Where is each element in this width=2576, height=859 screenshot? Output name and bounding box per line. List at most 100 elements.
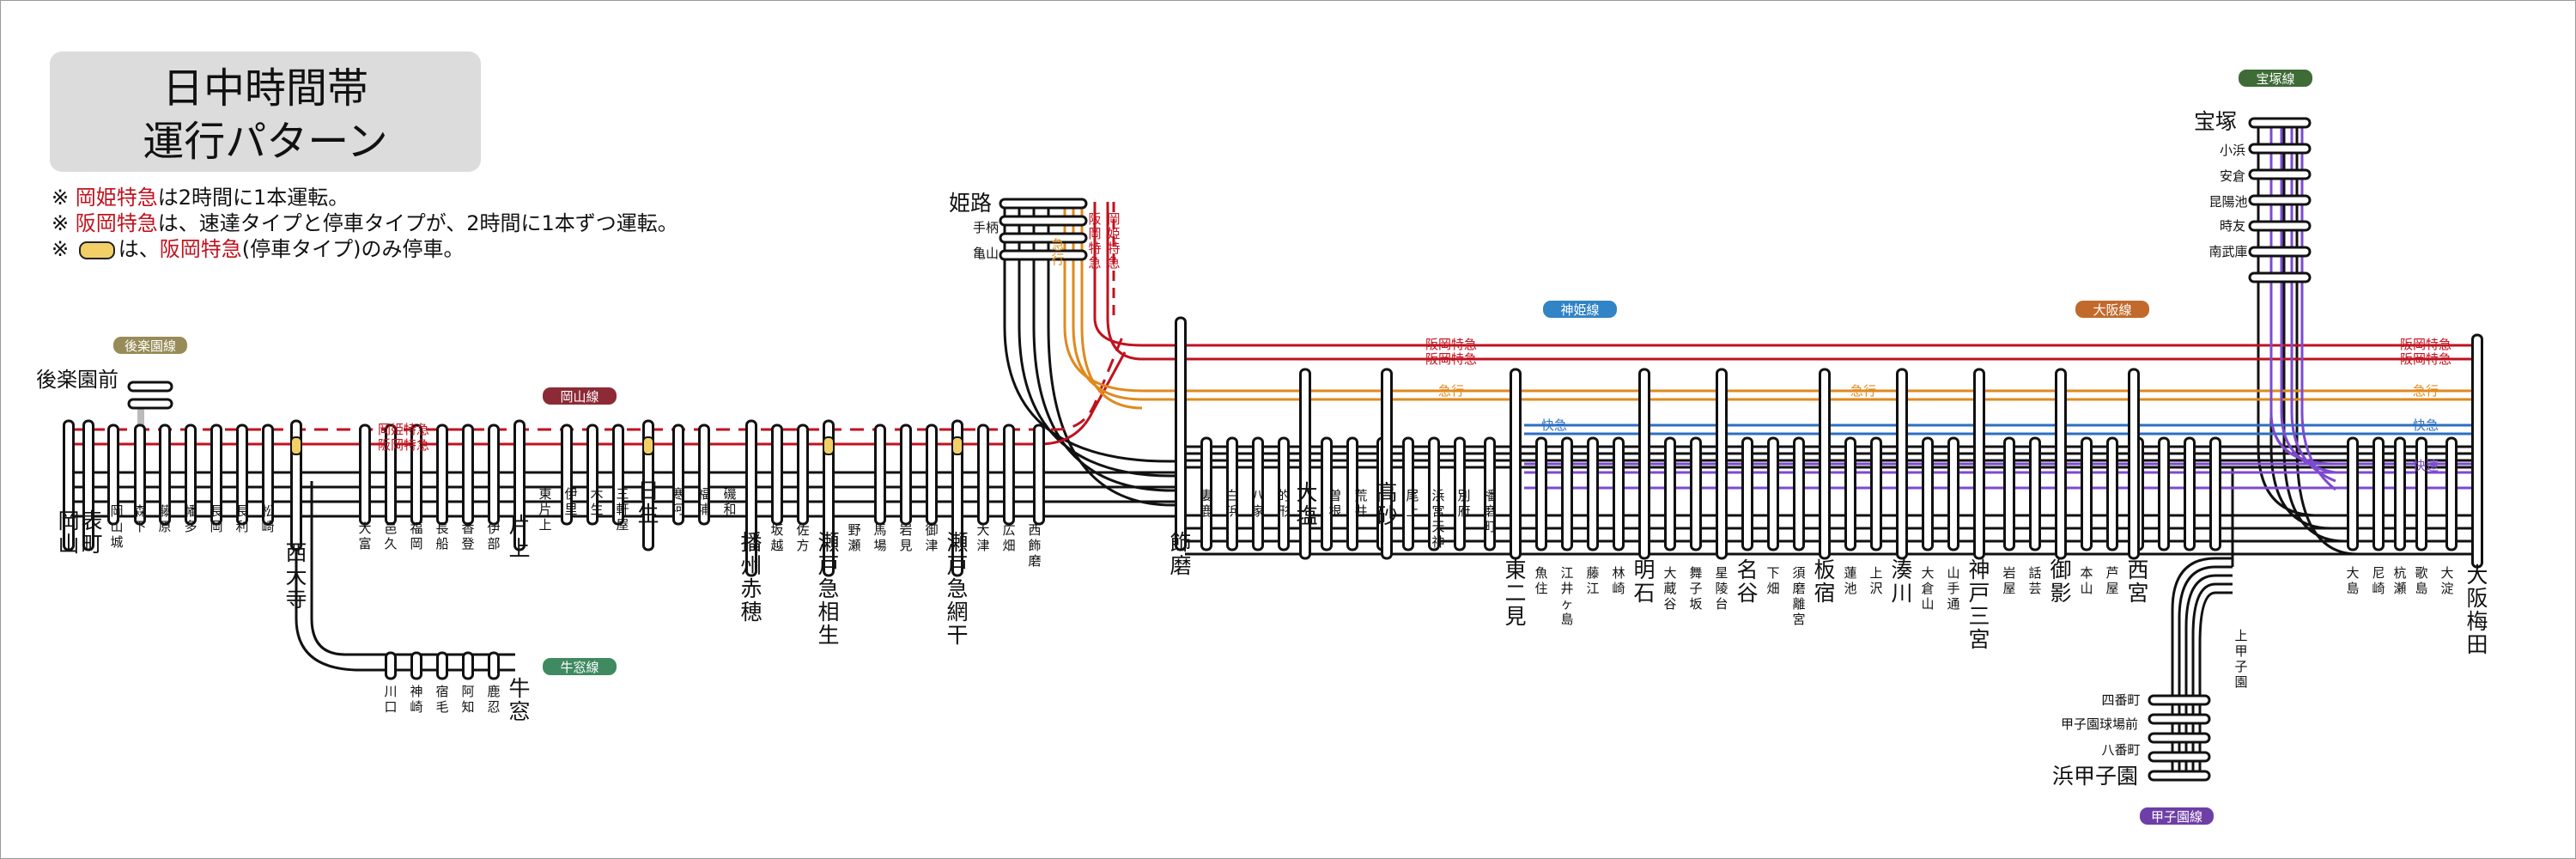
station-label-nishinomiya-char: 宮 <box>2127 581 2148 606</box>
ushimado-track <box>295 481 515 672</box>
station-label-ashiya-char: 屋 <box>2105 581 2118 596</box>
station-label-fukuoka-char: 福 <box>410 521 422 536</box>
station-label-kobe-sannomiya-char: 戸 <box>1968 581 1990 606</box>
station-label-hatami-char: 幡 <box>184 503 197 519</box>
station-label-shimohata-char: 下 <box>1766 565 1779 581</box>
service-label-okahime-himeji-char: 姫 <box>1107 226 1120 241</box>
station-label-ojima: 大島 <box>2346 565 2359 596</box>
station-label-nadani-char: 名 <box>1736 557 1758 582</box>
station-marker-okayama-17 <box>561 423 573 526</box>
station-label-higashikatakami-char: 上 <box>538 517 551 533</box>
stop-pill-marker <box>290 436 302 455</box>
station-label-kanzaki: 神崎 <box>410 684 422 715</box>
station-label-yaka-char: 家 <box>1251 503 1264 519</box>
service-label-okahime-himeji: 岡姫特急 <box>1107 211 1120 271</box>
station-marker-east-major <box>1510 368 1522 560</box>
station-marker-east-11 <box>1484 436 1496 551</box>
station-label-saidaiji-char: 大 <box>285 564 307 588</box>
service-label-kaikyu: 快急 <box>1541 417 1567 433</box>
station-label-harimacho-char: 町 <box>1483 519 1496 534</box>
station-label-matogata: 的形 <box>1277 488 1290 519</box>
station-label-okubodani-char: 大 <box>1663 565 1676 581</box>
note-1-mark: ※ <box>52 186 70 210</box>
station-label-befu: 別府 <box>1457 488 1470 519</box>
badge-koshien-line-label: 甲子園線 <box>2151 809 2202 825</box>
stop-pill-marker <box>642 436 654 455</box>
station-marker-takarazuka-platform <box>2248 117 2312 129</box>
station-marker-takarazuka-platform <box>2248 271 2312 283</box>
stop-pill-icon <box>78 241 115 259</box>
station-marker-okayama-18 <box>586 423 598 526</box>
station-label-sumarikyu-char: 磨 <box>1792 581 1805 596</box>
service-label-kyuko-himeji: 急行 <box>1051 237 1064 267</box>
himeji-branch-track <box>1018 202 1177 478</box>
station-label-uozumi-char: 住 <box>1534 581 1547 596</box>
station-label-hoshigaoka-char: 台 <box>1715 596 1728 612</box>
station-label-iwaiwa-char: 磯 <box>723 486 736 502</box>
station-label-hasuike-char: 池 <box>1844 581 1856 596</box>
station-marker-okayama-6 <box>210 423 222 526</box>
station-label-oshio: 大塩 <box>1296 480 1317 528</box>
station-label-minatogawa: 湊川 <box>1891 557 1912 606</box>
station-marker-east-major <box>1299 368 1311 560</box>
station-label-maikozaka: 舞子坂 <box>1689 565 1702 612</box>
station-label-hamanomiya-char: 神 <box>1431 534 1444 550</box>
station-label-kio: 木生 <box>590 486 603 517</box>
station-marker-east-9 <box>1428 436 1440 551</box>
station-label-fukuura-char: 浦 <box>697 502 710 517</box>
station-label-nadani: 名谷 <box>1736 557 1758 606</box>
service-label-hanoka-himeji: 阪岡特急 <box>1088 211 1101 271</box>
station-label-inbe: 伊部 <box>487 521 500 551</box>
station-label-takasago: 高砂 <box>1376 480 1397 528</box>
station-label-hoshigaoka-char: 陵 <box>1715 581 1728 596</box>
station-label-higashikatakami: 東片上 <box>538 486 551 533</box>
station-label-oyodo-char: 淀 <box>2440 581 2453 596</box>
badge-takarazuka-line-bg <box>2239 70 2312 87</box>
okahime-line <box>69 330 1127 431</box>
station-label-iwami-char: 見 <box>899 538 912 553</box>
diagram-labels: 後楽園線岡山線牛窓線神姫線大阪線宝塚線甲子園線岡姫特急阪岡特急阪岡特急阪岡特急急… <box>36 70 2488 825</box>
himeji-branch-track <box>1047 202 1177 507</box>
station-label-hachibancho: 八番町 <box>2101 742 2140 758</box>
station-label-hamanomiya-char: 天 <box>1431 519 1444 534</box>
station-marker-east-44 <box>2445 436 2458 551</box>
station-label-kobe-sannomiya-char: 三 <box>1968 604 1990 629</box>
station-label-achi: 阿知 <box>461 684 474 715</box>
station-marker-okayama-22 <box>698 423 710 526</box>
station-marker-east-31 <box>2003 436 2015 551</box>
notes: ※ 岡姫特急は2時間に1本運転。 ※ 阪岡特急は、速達タイプと停車タイプが、2時… <box>52 185 678 262</box>
station-label-otsu-char: 大 <box>976 522 989 538</box>
station-label-okayamajo-char: 城 <box>110 534 123 550</box>
station-marker-himeji-platform <box>999 249 1088 261</box>
station-label-mega-char: 妻 <box>1200 488 1212 503</box>
station-label-hirohata-char: 畑 <box>1002 538 1015 553</box>
service-label-okahime: 岡姫特急 <box>378 422 429 437</box>
station-label-iri-char: 里 <box>564 502 577 517</box>
station-label-sone-char: 曽 <box>1328 488 1341 503</box>
takarazuka-kaisoku <box>2300 120 2336 491</box>
station-label-fujiwara: 藤原 <box>158 503 171 534</box>
station-label-nishinomiya-char: 西 <box>2127 557 2148 582</box>
station-marker-himeji-platform <box>999 232 1088 244</box>
badge-shinhime-line: 神姫線 <box>1543 301 1617 318</box>
station-label-iwaiwa-char: 和 <box>723 502 736 517</box>
stop-pill-marker <box>951 436 963 455</box>
station-label-sabo-char: 佐 <box>796 522 809 538</box>
service-label-hanoka-himeji-char: 急 <box>1088 255 1101 271</box>
station-marker-east-32 <box>2029 436 2041 551</box>
note-3-mid: は、 <box>118 237 160 261</box>
service-label-kaikyu-2: 快急 <box>2413 417 2439 433</box>
service-label-hanoka-3: 阪岡特急 <box>2400 337 2451 352</box>
service-label-kaisoku: 快速 <box>2413 458 2439 473</box>
station-label-shirahama: 白浜 <box>1225 488 1238 519</box>
badge-osaka-line-label: 大阪線 <box>2093 302 2131 318</box>
badge-takarazuka-line: 宝塚線 <box>2239 70 2312 87</box>
station-label-iwami-char: 岩 <box>899 522 912 538</box>
station-label-takarazuka: 宝塚 <box>2194 109 2237 134</box>
station-markers <box>63 117 2483 782</box>
station-label-sabo-char: 方 <box>796 538 809 553</box>
station-label-matsuzaki-char: 崎 <box>261 519 274 534</box>
